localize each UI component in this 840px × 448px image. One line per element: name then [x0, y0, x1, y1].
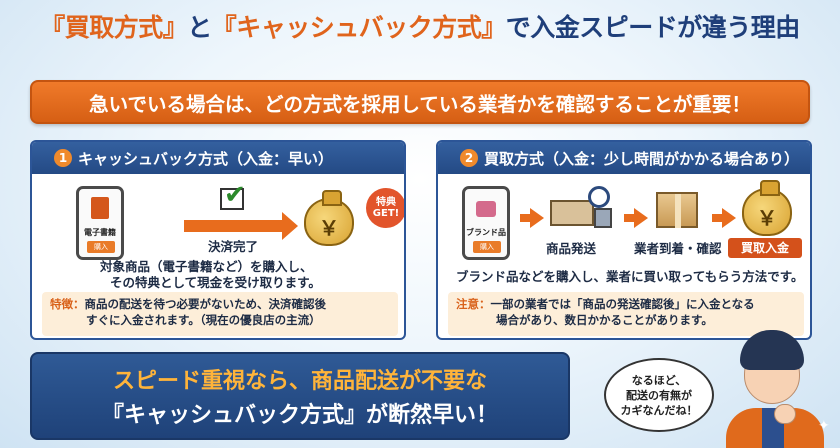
cashback-heading: キャッシュバック方式（入金：早い）	[78, 149, 334, 168]
number-badge: 2	[460, 149, 478, 167]
money-bag-icon: ￥	[742, 180, 792, 236]
warning-banner: 急いでいる場合は、どの方式を採用している業者かを確認することが重要！	[30, 80, 810, 124]
person-hair	[740, 330, 804, 370]
payment-complete-label: 決済完了	[208, 239, 259, 254]
bubble-line1: なるほど、	[631, 373, 687, 387]
box-icon	[656, 192, 698, 228]
caution-line2: 場合があり、数日かかることがあります。	[496, 313, 713, 327]
feature-label: 特徴：	[50, 297, 85, 311]
purchase-heading: 買取方式（入金：少し時間がかかる場合あり）	[484, 149, 800, 168]
person-illustration	[720, 322, 830, 448]
phone-icon: ブランド品 購入	[462, 186, 510, 260]
arrow-icon	[712, 208, 736, 228]
feature-line1: 商品の配送を待つ必要がないため、決済確認後	[84, 297, 327, 311]
sparkle-icon: ✦	[818, 418, 830, 434]
step-ship-label: 商品発送	[546, 241, 597, 256]
number-badge: 1	[54, 149, 72, 167]
cashback-desc-line1: 対象商品（電子書籍など）を購入し、	[100, 259, 313, 274]
phone-title: 電子書籍	[84, 228, 116, 237]
cashback-panel: 1 キャッシュバック方式（入金：早い） 電子書籍 購入 ✔ 決済完了 ￥ 特典 …	[30, 140, 406, 340]
phone-title: ブランド品	[466, 228, 506, 237]
step-arrive-label: 業者到着・確認	[634, 241, 722, 256]
caution-note: 注意：一部の業者では「商品の発送確認後」に入金となる 場合があり、数日かかること…	[448, 292, 804, 336]
purchase-panel: 2 買取方式（入金：少し時間がかかる場合あり） ブランド品 購入 商品発送 業者…	[436, 140, 812, 340]
phone-buy-button: 購入	[473, 241, 501, 253]
purchase-payment-tag: 買取入金	[728, 238, 802, 258]
badge-line2: GET!	[372, 208, 400, 219]
conclusion-banner: スピード重視なら、商品配送が不要な 『キャッシュバック方式』が断然早い！	[30, 352, 570, 440]
money-bag-icon: ￥	[304, 190, 354, 246]
cashback-desc-line2: その特典として現金を受け取ります。	[110, 275, 321, 290]
conclusion-line1: スピード重視なら、商品配送が不要な	[112, 369, 487, 394]
book-icon	[91, 197, 109, 219]
caution-label: 注意：	[456, 297, 491, 311]
badge-line1: 特典	[376, 197, 396, 208]
truck-icon	[550, 200, 612, 228]
conclusion-line2: 『キャッシュバック方式』が断然早い！	[101, 403, 498, 428]
title-part3: 『キャッシュバック方式』	[211, 13, 507, 42]
arrow-icon	[624, 208, 648, 228]
arrow-icon	[520, 208, 544, 228]
cashback-panel-header: 1 キャッシュバック方式（入金：早い）	[32, 142, 404, 174]
title-part1: 『買取方式』	[40, 13, 188, 42]
clock-icon	[588, 186, 610, 208]
bonus-badge: 特典 GET!	[366, 188, 404, 228]
bubble-line3: カギなんだね！	[620, 403, 698, 417]
purchase-desc: ブランド品などを購入し、業者に買い取ってもらう方法です。	[456, 269, 804, 284]
feature-note: 特徴：商品の配送を待つ必要がないため、決済確認後 すぐに入金されます。（現在の優…	[42, 292, 398, 336]
checkbox-icon: ✔	[220, 180, 246, 210]
yen-symbol: ￥	[319, 216, 339, 240]
speech-bubble: なるほど、 配送の有無が カギなんだね！	[604, 358, 714, 432]
page-title: 『買取方式』と『キャッシュバック方式』で入金スピードが違う理由	[0, 8, 840, 44]
title-part4: で入金スピードが違う理由	[505, 13, 801, 42]
yen-symbol: ￥	[757, 206, 777, 230]
arrow-icon	[184, 212, 298, 240]
purchase-panel-header: 2 買取方式（入金：少し時間がかかる場合あり）	[438, 142, 810, 174]
phone-icon: 電子書籍 購入	[76, 186, 124, 260]
title-part2: と	[187, 13, 212, 42]
phone-buy-button: 購入	[87, 241, 115, 253]
bubble-line2: 配送の有無が	[626, 388, 692, 402]
person-hand	[774, 404, 796, 424]
feature-line2: すぐに入金されます。（現在の優良店の主流）	[86, 313, 321, 327]
caution-line1: 一部の業者では「商品の発送確認後」に入金となる	[490, 297, 755, 311]
handbag-icon	[476, 201, 496, 217]
